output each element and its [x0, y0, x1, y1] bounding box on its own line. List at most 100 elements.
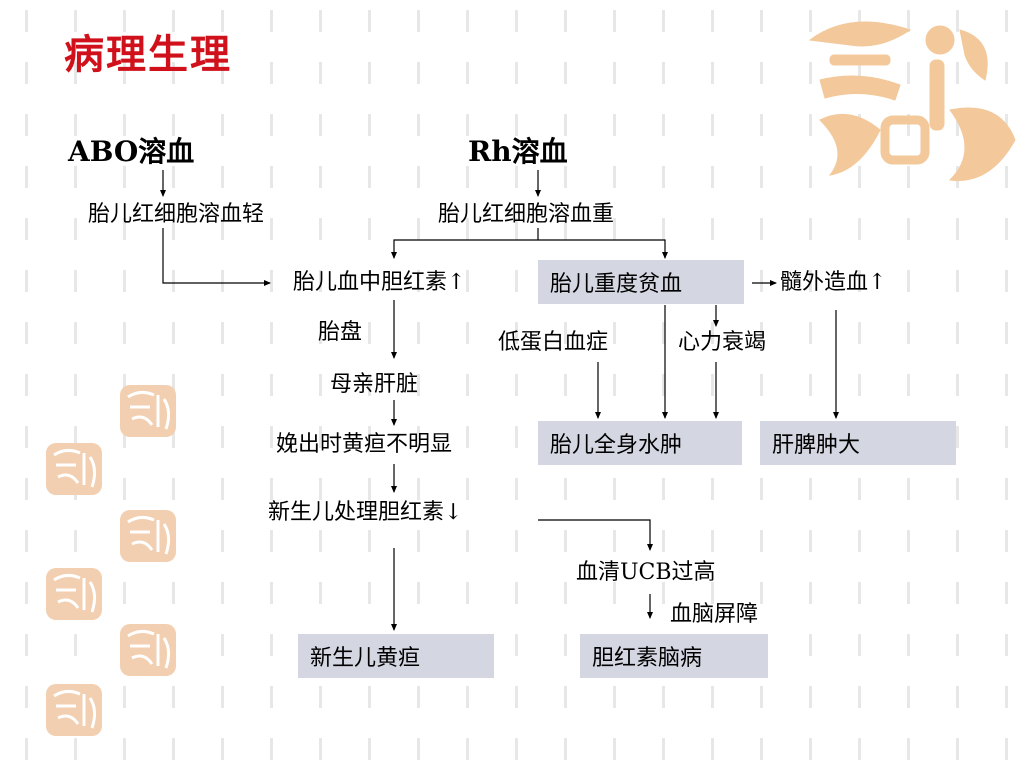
pattern-dash — [368, 114, 371, 136]
node-severe-anemia: 胎儿重度贫血 — [538, 260, 744, 304]
pattern-dash — [417, 62, 420, 84]
pattern-dash — [74, 166, 77, 188]
pattern-dash — [172, 218, 175, 240]
pattern-dash — [417, 114, 420, 136]
pattern-dash — [760, 218, 763, 240]
pattern-dash — [1005, 270, 1008, 292]
pattern-dash — [613, 686, 616, 708]
pattern-dash — [564, 166, 567, 188]
pattern-dash — [172, 686, 175, 708]
pattern-dash — [809, 686, 812, 708]
pattern-dash — [368, 530, 371, 552]
pattern-dash — [466, 530, 469, 552]
pattern-dash — [515, 322, 518, 344]
pattern-dash — [564, 478, 567, 500]
pattern-dash — [907, 530, 910, 552]
pattern-dash — [662, 530, 665, 552]
pattern-dash — [760, 166, 763, 188]
pattern-dash — [172, 322, 175, 344]
pattern-dash — [711, 530, 714, 552]
pattern-dash — [221, 114, 224, 136]
pattern-dash — [1005, 426, 1008, 448]
pattern-dash — [319, 114, 322, 136]
pattern-dash — [172, 478, 175, 500]
pattern-dash — [1005, 374, 1008, 396]
pattern-dash — [221, 530, 224, 552]
pattern-dash — [515, 270, 518, 292]
node-placenta: 胎盘 — [318, 320, 363, 345]
pattern-dash — [858, 634, 861, 656]
pattern-dash — [907, 270, 910, 292]
pattern-dash — [466, 62, 469, 84]
pattern-dash — [221, 582, 224, 604]
pattern-dash — [368, 218, 371, 240]
pattern-dash — [956, 62, 959, 84]
pattern-dash — [907, 374, 910, 396]
pattern-dash — [711, 738, 714, 760]
pattern-dash — [123, 62, 126, 84]
pattern-dash — [417, 270, 420, 292]
pattern-dash — [221, 478, 224, 500]
pattern-dash — [270, 634, 273, 656]
pattern-dash — [368, 478, 371, 500]
pattern-dash — [74, 270, 77, 292]
node-newborn-processing: 新生儿处理胆红素↓ — [268, 500, 463, 525]
pattern-dash — [858, 478, 861, 500]
pattern-dash — [711, 166, 714, 188]
pattern-dash — [809, 62, 812, 84]
pattern-dash — [74, 10, 77, 32]
node-bbb: 血脑屏障 — [670, 602, 759, 627]
arrow-heavy-to-bilirubin — [391, 239, 538, 259]
pattern-dash — [221, 374, 224, 396]
pattern-dash — [123, 374, 126, 396]
pattern-dash — [858, 530, 861, 552]
pattern-dash — [368, 270, 371, 292]
pattern-dash — [515, 166, 518, 188]
pattern-dash — [221, 738, 224, 760]
pattern-dash — [270, 582, 273, 604]
pattern-dash — [858, 218, 861, 240]
pattern-dash — [123, 270, 126, 292]
node-newborn-jaundice-label: 新生儿黄疸 — [310, 646, 421, 671]
pattern-dash — [662, 374, 665, 396]
pattern-dash — [270, 686, 273, 708]
pattern-dash — [319, 478, 322, 500]
slide-title: 病理生理 — [64, 31, 232, 78]
pattern-dash — [466, 686, 469, 708]
pattern-dash — [417, 426, 420, 448]
pattern-dash — [760, 322, 763, 344]
pattern-dash — [368, 426, 371, 448]
pattern-dash — [613, 322, 616, 344]
node-heart-failure: 心力衰竭 — [678, 330, 767, 355]
pattern-dash — [221, 270, 224, 292]
pattern-dash — [1005, 322, 1008, 344]
pattern-dash — [809, 166, 812, 188]
pattern-dash — [123, 686, 126, 708]
pattern-dash — [270, 738, 273, 760]
pattern-dash — [1005, 166, 1008, 188]
pattern-dash — [613, 530, 616, 552]
node-abo-light: 胎儿红细胞溶血轻 — [88, 202, 265, 227]
pattern-dash — [809, 270, 812, 292]
pattern-dash — [1005, 582, 1008, 604]
pattern-dash — [270, 374, 273, 396]
node-maternal-liver: 母亲肝脏 — [330, 372, 419, 397]
pattern-dash — [956, 686, 959, 708]
pattern-dash — [760, 738, 763, 760]
pattern-dash — [25, 10, 28, 32]
pattern-dash — [417, 10, 420, 32]
pattern-dash — [1005, 530, 1008, 552]
pattern-dash — [907, 114, 910, 136]
small-seal-1 — [120, 385, 176, 437]
pattern-dash — [25, 374, 28, 396]
pattern-dash — [25, 166, 28, 188]
arrow-heavy-to-anemia — [538, 239, 668, 259]
pattern-dash — [809, 634, 812, 656]
pattern-dash — [564, 686, 567, 708]
pattern-dash — [417, 374, 420, 396]
pattern-dash — [956, 426, 959, 448]
pattern-dash — [1005, 686, 1008, 708]
pattern-dash — [662, 478, 665, 500]
